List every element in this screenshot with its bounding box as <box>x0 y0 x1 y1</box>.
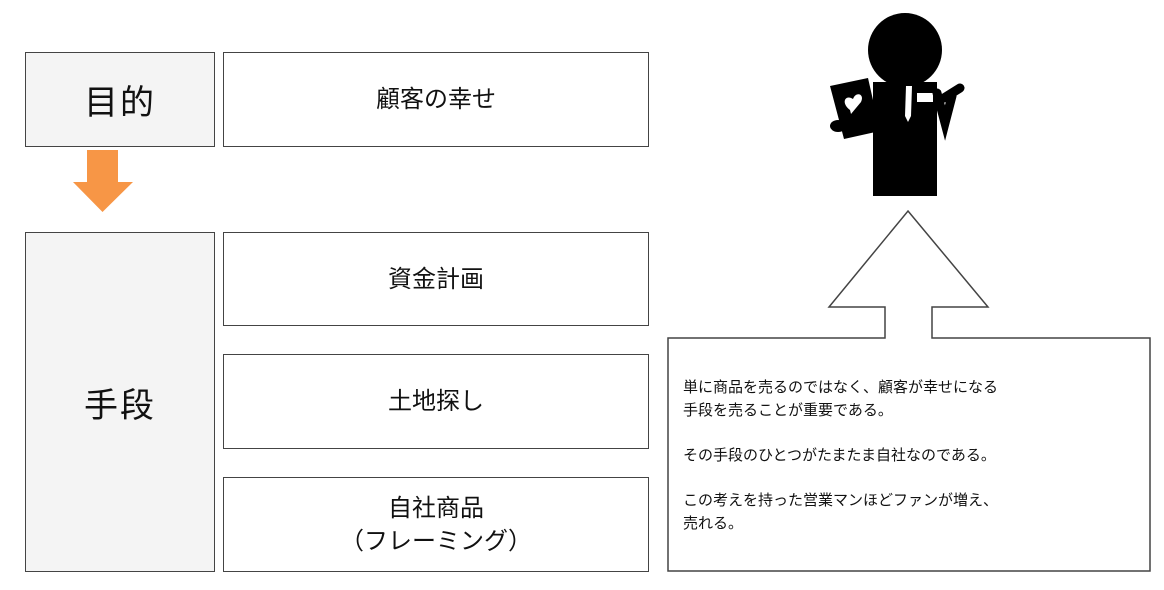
up-arrow-callout <box>667 209 1151 572</box>
purpose-label-box: 目的 <box>25 52 215 147</box>
note-text: 単に商品を売るのではなく、顧客が幸せになる 手段を売ることが重要である。 その手… <box>683 376 998 557</box>
means-label: 手段 <box>84 385 156 426</box>
down-arrow-icon <box>73 150 133 212</box>
means-item-box: 自社商品 （フレーミング） <box>223 477 649 572</box>
means-item-funding-plan: 資金計画 <box>388 264 484 293</box>
means-item-box: 土地探し <box>223 354 649 449</box>
note-paragraph: 単に商品を売るのではなく、顧客が幸せになる 手段を売ることが重要である。 <box>683 378 999 419</box>
note-paragraph: その手段のひとつがたまたま自社なのである。 <box>683 446 996 464</box>
salesperson-icon <box>830 13 965 196</box>
purpose-value-box: 顧客の幸せ <box>223 52 649 147</box>
means-item-land-search: 土地探し <box>388 387 484 416</box>
purpose-label: 目的 <box>84 83 156 123</box>
means-item-box: 資金計画 <box>223 232 649 326</box>
means-label-box: 手段 <box>25 232 215 572</box>
means-item-own-product: 自社商品 （フレーミング） <box>340 494 532 555</box>
note-paragraph: この考えを持った営業マンほどファンが増え、 売れる。 <box>683 491 999 532</box>
purpose-value: 顧客の幸せ <box>376 85 496 114</box>
